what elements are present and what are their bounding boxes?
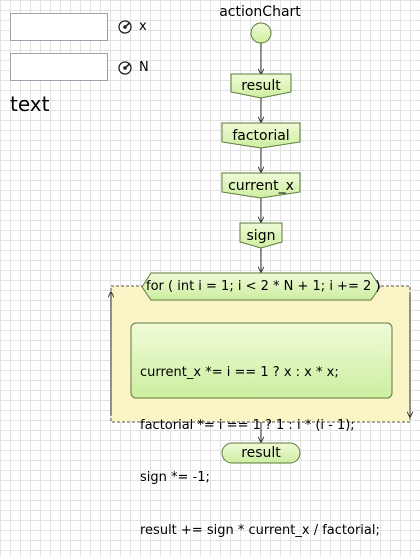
param-x-input[interactable] bbox=[10, 13, 108, 41]
node-result-end-label: result bbox=[241, 445, 281, 461]
code-block-text: current_x *= i == 1 ? x : x * x; factori… bbox=[140, 329, 380, 557]
code-line: result += sign * current_x / factorial; bbox=[140, 522, 380, 538]
node-factorial[interactable] bbox=[221, 122, 301, 149]
node-loop-header-label: for ( int i = 1; i < 2 * N + 1; i += 2 ) bbox=[146, 279, 381, 294]
text-label: text bbox=[10, 92, 50, 116]
chart-title: actionChart bbox=[219, 4, 301, 20]
param-n-edit-icon[interactable] bbox=[118, 61, 132, 75]
node-current-x-label: current_x bbox=[228, 178, 294, 194]
node-result-top[interactable] bbox=[230, 73, 292, 99]
param-x-label: x bbox=[139, 19, 147, 34]
code-line: factorial *= i == 1 ? 1 : i * (i - 1); bbox=[140, 417, 355, 433]
node-loop-header[interactable] bbox=[141, 272, 381, 301]
node-factorial-label: factorial bbox=[232, 128, 290, 144]
param-n-input[interactable] bbox=[10, 53, 108, 81]
node-result-end[interactable] bbox=[221, 442, 301, 464]
node-result-top-label: result bbox=[241, 78, 281, 94]
code-line: current_x *= i == 1 ? x : x * x; bbox=[140, 365, 339, 380]
node-current-x[interactable] bbox=[221, 172, 301, 199]
code-line: sign *= -1; bbox=[140, 470, 210, 485]
param-x-edit-icon[interactable] bbox=[118, 20, 132, 34]
node-code-block[interactable] bbox=[130, 322, 393, 399]
start-node[interactable] bbox=[250, 22, 272, 44]
node-sign-label: sign bbox=[246, 228, 276, 244]
action-chart bbox=[0, 22, 420, 464]
param-n-label: N bbox=[139, 60, 149, 75]
node-sign[interactable] bbox=[239, 222, 283, 249]
